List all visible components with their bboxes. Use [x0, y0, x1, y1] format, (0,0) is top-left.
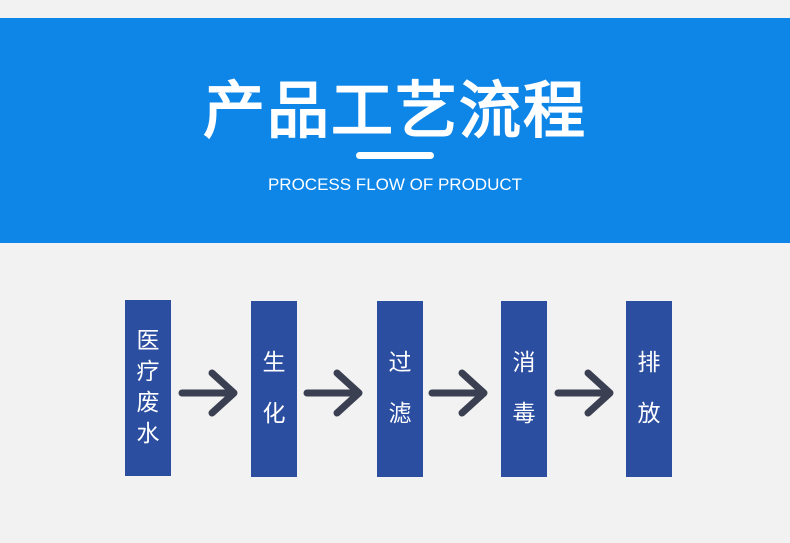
title-underline — [356, 152, 434, 159]
step-char: 过 — [388, 350, 412, 376]
step-box-discharge: 排 放 — [626, 301, 672, 477]
arrow-right-icon — [178, 369, 238, 417]
arrow-right-icon — [428, 369, 488, 417]
step-char: 医 — [136, 328, 160, 354]
step-char: 放 — [637, 401, 661, 427]
step-char: 生 — [262, 350, 286, 376]
step-char: 毒 — [512, 401, 536, 427]
arrow-right-icon — [303, 369, 363, 417]
step-char: 废 — [136, 390, 160, 416]
arrow-right-icon — [554, 369, 614, 417]
step-box-biochemical: 生 化 — [251, 301, 297, 477]
page-subtitle: PROCESS FLOW OF PRODUCT — [267, 175, 523, 194]
step-char: 化 — [262, 401, 286, 427]
step-char: 排 — [637, 350, 661, 376]
step-char: 消 — [512, 350, 536, 376]
step-box-medical-wastewater: 医 疗 废 水 — [125, 300, 171, 476]
step-box-filtration: 过 滤 — [377, 301, 423, 477]
step-char: 疗 — [136, 359, 160, 385]
step-char: 滤 — [388, 401, 412, 427]
header-banner: 产品工艺流程 PROCESS FLOW OF PRODUCT — [0, 18, 790, 243]
page-title: 产品工艺流程 — [202, 74, 587, 147]
step-box-disinfection: 消 毒 — [501, 301, 547, 477]
step-char: 水 — [136, 421, 160, 447]
